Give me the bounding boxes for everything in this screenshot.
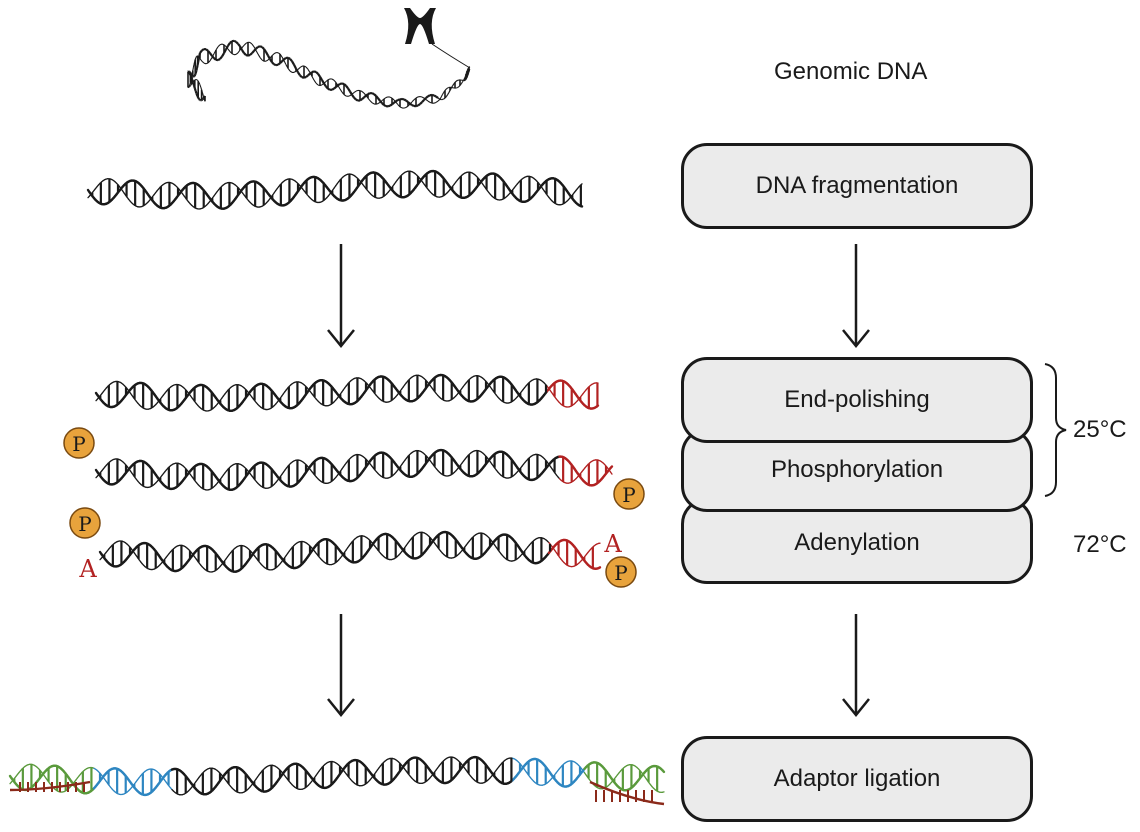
adaptor-ligated-dna-strand (8, 755, 666, 806)
svg-text:P: P (72, 432, 85, 456)
arrow-right-1 (842, 244, 870, 348)
svg-text:P: P (622, 483, 635, 507)
phosphate-group-left-1: P (63, 427, 95, 459)
adenine-overhang-right: A (603, 530, 622, 558)
genomic-dna-strand (187, 39, 471, 109)
phosphate-group-left-2: P (69, 507, 101, 539)
adaptor-ligation-label: Adaptor ligation (773, 765, 941, 792)
adaptor-ligation-step: Adaptor ligation (681, 736, 1033, 822)
phosphorylated-dna-strand (94, 448, 614, 492)
adenine-overhang-left: A (78, 555, 97, 583)
arrow-left-1 (327, 244, 355, 348)
phosphate-group-right-2: P (605, 556, 637, 588)
phosphorylation-label: Phosphorylation (770, 456, 944, 483)
genomic-dna-label: Genomic DNA (774, 58, 928, 85)
arrow-left-2 (327, 614, 355, 717)
fragmented-dna-strand (86, 169, 584, 210)
end-polishing-step: End-polishing (681, 357, 1033, 443)
dna-fragmentation-step: DNA fragmentation (681, 143, 1033, 229)
temperature-25-label: 25°C (1073, 416, 1127, 443)
chromosome-icon (404, 8, 436, 44)
adenylation-label: Adenylation (794, 529, 920, 556)
arrow-right-2 (842, 614, 870, 717)
svg-text:P: P (614, 561, 627, 585)
temperature-brace (1044, 363, 1067, 497)
adenylated-dna-strand (98, 530, 602, 573)
end-polishing-label: End-polishing (784, 386, 930, 413)
temperature-72-label: 72°C (1073, 531, 1127, 558)
phosphate-group-right-1: P (613, 478, 645, 510)
end-polished-dna-strand (94, 373, 600, 412)
dna-fragmentation-label: DNA fragmentation (755, 172, 959, 199)
svg-text:P: P (78, 512, 91, 536)
